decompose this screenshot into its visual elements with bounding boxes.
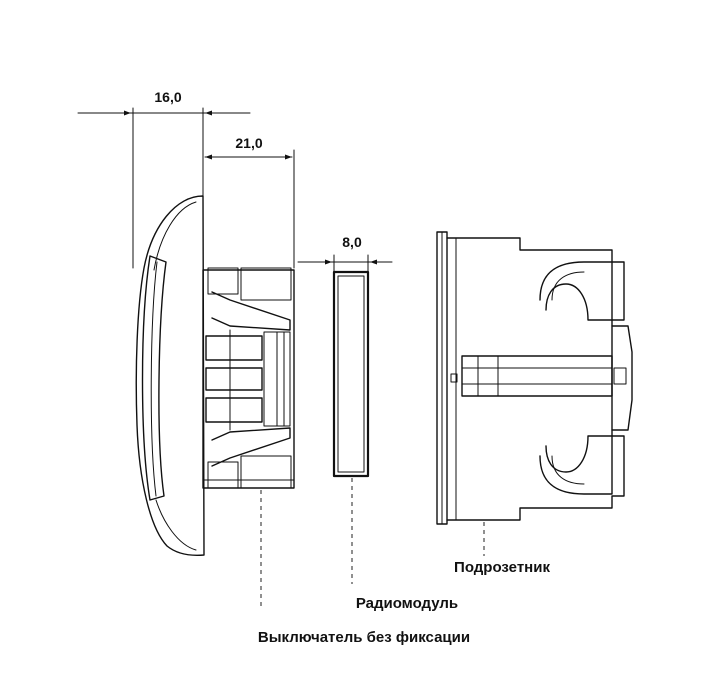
dome-edge	[551, 455, 585, 485]
dimension-label-21: 21,0	[235, 135, 262, 151]
radio-module-inner	[337, 275, 365, 473]
box-housing	[446, 237, 625, 521]
mechanism-lug-top	[207, 267, 239, 295]
mechanism-body	[202, 269, 295, 489]
box-nub	[450, 373, 458, 383]
dimension-8: 8,0	[297, 234, 393, 273]
box-dome-bottom	[539, 435, 613, 495]
frame-edge	[153, 201, 197, 271]
label-wall-box: Подрозетник	[454, 559, 550, 576]
switch-drawing	[135, 195, 295, 556]
box-channel	[461, 355, 613, 397]
strut-bottom	[211, 427, 291, 467]
mechanism-lug-bottom	[207, 461, 239, 489]
clamp-screw	[613, 367, 627, 385]
switch-frame	[135, 195, 205, 556]
box-dome-top	[539, 261, 613, 321]
mechanism-lug-top	[240, 267, 292, 301]
dimension-16: 16,0	[77, 89, 251, 271]
terminal	[205, 335, 263, 361]
dimension-21: 21,0	[204, 135, 295, 269]
box-clamp	[611, 325, 633, 431]
frame-edge	[155, 499, 197, 551]
mechanism-lug-bottom	[240, 455, 292, 489]
terminal	[205, 397, 263, 423]
rocker-key-inner	[150, 261, 158, 497]
dimension-label-16: 16,0	[154, 89, 181, 105]
label-switch: Выключатель без фиксации	[258, 629, 470, 646]
label-radio-module: Радиомодуль	[356, 595, 458, 612]
terminal	[205, 367, 263, 391]
radio-module-drawing	[332, 270, 370, 478]
wall-box-drawing	[436, 231, 633, 525]
dimension-label-8: 8,0	[342, 234, 362, 250]
strut-top	[211, 291, 291, 331]
radio-module-body	[332, 270, 370, 478]
rocker-key	[141, 255, 167, 501]
dome-edge	[551, 271, 585, 301]
